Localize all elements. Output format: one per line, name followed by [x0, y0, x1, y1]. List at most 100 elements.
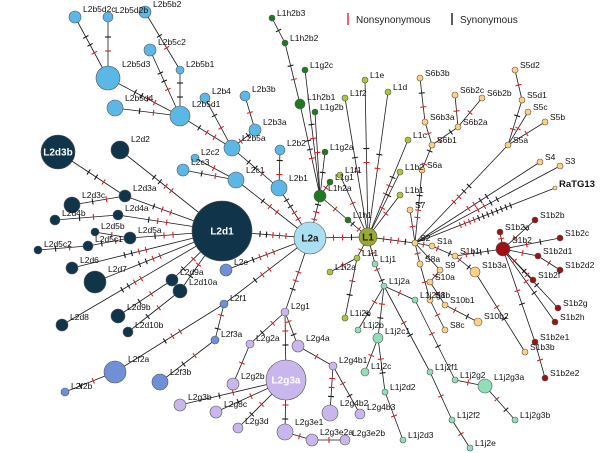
- node-L1h2b2[interactable]: [281, 39, 289, 47]
- node-L2b5d2b[interactable]: [102, 11, 114, 23]
- node-L2b5d4[interactable]: [106, 99, 124, 117]
- node-L2d7[interactable]: [83, 270, 107, 294]
- node-L2d3c[interactable]: [63, 196, 81, 214]
- node-L2d5b[interactable]: [90, 227, 100, 237]
- node-S8b[interactable]: [426, 296, 434, 304]
- node-L1g1[interactable]: [326, 178, 334, 186]
- node-S6b3a[interactable]: [421, 118, 429, 126]
- node-L1d[interactable]: [384, 88, 392, 96]
- node-L1i2a[interactable]: [326, 268, 334, 276]
- node-S3[interactable]: [556, 162, 564, 170]
- node-L2g4a[interactable]: [291, 339, 305, 353]
- node-L1c[interactable]: [404, 136, 412, 144]
- node-L2d5c2[interactable]: [33, 245, 43, 255]
- node-L1i2b[interactable]: [341, 314, 349, 322]
- node-L2d5c1[interactable]: [82, 240, 94, 252]
- node-L2f1[interactable]: [219, 299, 229, 309]
- node-S8c[interactable]: [441, 326, 449, 334]
- node-L1j2c[interactable]: [360, 367, 370, 377]
- node-L2d3b[interactable]: [40, 134, 76, 170]
- node-S5d1[interactable]: [518, 96, 526, 104]
- node-L2b5d1[interactable]: [169, 105, 191, 127]
- node-L2g3b[interactable]: [173, 398, 187, 412]
- node-S1b3b[interactable]: [521, 348, 529, 356]
- node-S10a[interactable]: [426, 278, 434, 286]
- node-L1g2b[interactable]: [311, 108, 319, 116]
- node-S5b[interactable]: [541, 118, 549, 126]
- node-L2d1[interactable]: [191, 200, 253, 262]
- node-L2d4b[interactable]: [49, 214, 61, 226]
- node-L2d4a[interactable]: [112, 209, 124, 221]
- node-L2g2b[interactable]: [226, 377, 240, 391]
- node-L2g4b1[interactable]: [328, 361, 338, 371]
- node-L2d9a[interactable]: [165, 273, 179, 287]
- node-L1e[interactable]: [361, 76, 369, 84]
- node-L2g3c[interactable]: [209, 405, 223, 419]
- node-L1j2d3[interactable]: [399, 436, 407, 444]
- node-S6b3b[interactable]: [416, 74, 424, 82]
- node-S1b2[interactable]: [495, 241, 511, 257]
- node-S10b2[interactable]: [473, 317, 483, 327]
- node-L2d10b[interactable]: [122, 326, 134, 338]
- node-S1a[interactable]: [428, 242, 436, 250]
- node-L2f3a[interactable]: [210, 335, 220, 345]
- node-L1b1[interactable]: [396, 191, 404, 199]
- node-L1i1[interactable]: [353, 254, 361, 262]
- node-L2b1[interactable]: [270, 179, 288, 197]
- node-L2g4b3[interactable]: [354, 408, 366, 420]
- node-L2e[interactable]: [219, 263, 233, 277]
- node-S6a[interactable]: [418, 166, 426, 174]
- node-S6b2c[interactable]: [451, 91, 459, 99]
- node-L2b2[interactable]: [274, 144, 286, 156]
- node-S2[interactable]: [411, 239, 419, 247]
- node-L2b3a[interactable]: [248, 123, 262, 137]
- node-L2b5b1[interactable]: [175, 65, 185, 75]
- node-S1b2a[interactable]: [496, 228, 504, 236]
- node-S6b2a[interactable]: [454, 123, 462, 131]
- node-L1j2g3b[interactable]: [511, 416, 519, 424]
- node-L2f2a[interactable]: [103, 360, 127, 384]
- node-L2d3a[interactable]: [118, 189, 132, 203]
- node-L1h2a[interactable]: [313, 189, 327, 203]
- node-L2g4b2[interactable]: [321, 404, 339, 422]
- node-L1j2d2[interactable]: [381, 388, 389, 396]
- node-L2g3a[interactable]: [265, 359, 307, 401]
- node-L2g3d[interactable]: [232, 422, 244, 434]
- node-L2f3b[interactable]: [151, 373, 169, 391]
- node-L2g1[interactable]: [280, 307, 290, 317]
- node-L1h2b1[interactable]: [294, 98, 306, 110]
- node-S7[interactable]: [406, 206, 414, 214]
- node-S5a[interactable]: [504, 141, 512, 149]
- node-L1j1[interactable]: [371, 260, 379, 268]
- node-L2b5a[interactable]: [223, 139, 241, 157]
- node-S1b2e1[interactable]: [531, 338, 539, 346]
- node-L2b5d3[interactable]: [95, 65, 121, 91]
- node-S1b2d1[interactable]: [534, 252, 542, 260]
- node-L2d2[interactable]: [110, 140, 130, 160]
- node-L1f2[interactable]: [341, 94, 349, 102]
- node-L1[interactable]: [358, 227, 378, 247]
- node-L2d9b[interactable]: [110, 308, 126, 324]
- node-S1b2b[interactable]: [531, 216, 539, 224]
- node-L2g3e1[interactable]: [276, 423, 294, 441]
- node-S6b2b[interactable]: [478, 94, 486, 102]
- node-L2g2a[interactable]: [245, 339, 255, 349]
- node-L2c3[interactable]: [176, 163, 190, 177]
- node-S1b1[interactable]: [451, 252, 459, 260]
- node-L1j2e[interactable]: [466, 444, 474, 452]
- node-L1j2g3a[interactable]: [477, 378, 493, 394]
- node-L2a[interactable]: [293, 221, 327, 255]
- node-S1b2d2[interactable]: [556, 266, 564, 274]
- node-L2d5a[interactable]: [123, 231, 137, 245]
- node-L1g2c[interactable]: [301, 66, 309, 74]
- node-S9[interactable]: [436, 266, 444, 274]
- node-L2b3b[interactable]: [239, 90, 251, 102]
- node-L1f1[interactable]: [336, 171, 344, 179]
- node-L1j2b[interactable]: [354, 326, 362, 334]
- node-L1j2g2[interactable]: [451, 376, 459, 384]
- node-L2c1[interactable]: [227, 171, 245, 189]
- node-S1b2h[interactable]: [551, 318, 559, 326]
- node-RaTG13[interactable]: [552, 185, 558, 191]
- node-L1j2a[interactable]: [380, 282, 388, 290]
- node-L2c2[interactable]: [190, 153, 200, 163]
